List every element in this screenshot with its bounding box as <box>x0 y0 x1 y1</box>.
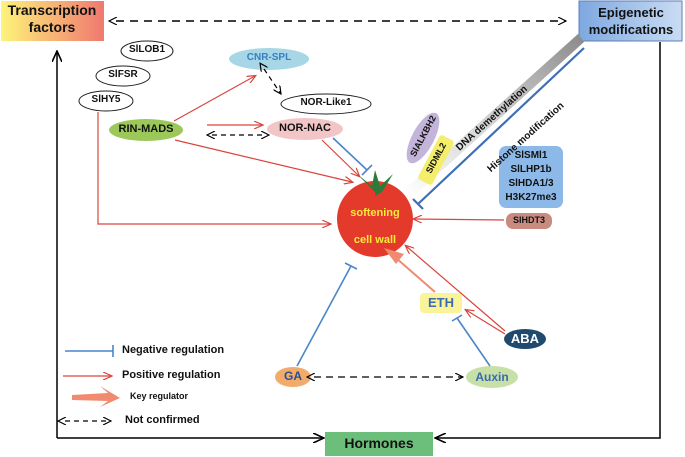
legend-not-confirmed-label: Not confirmed <box>125 414 200 426</box>
epigenetic-line2: modifications <box>588 22 674 37</box>
legend-key-label: Key regulator <box>130 391 189 401</box>
slhda13-label: SlHDA1/3 <box>508 178 554 189</box>
aba-to-fruit-arrow <box>406 246 506 332</box>
sldml2-node <box>418 135 454 185</box>
auxin-to-eth-line <box>456 317 491 367</box>
slhdt3-to-fruit-arrow <box>414 219 505 220</box>
slhdt3-node <box>506 213 552 229</box>
slob1-label: SlLOB1 <box>128 44 166 55</box>
transcription-factors-line2: factors <box>28 19 76 35</box>
tomato-fruit <box>337 181 413 257</box>
hormones-title: Hormones <box>344 435 414 451</box>
ga-to-fruit-line <box>296 265 352 367</box>
eth-node <box>420 293 462 313</box>
slalkbh2-node <box>406 112 440 164</box>
hormones-box <box>325 432 433 456</box>
slhdt3-label: SlHDT3 <box>512 215 545 225</box>
auxin-label: Auxin <box>475 370 509 384</box>
slfsr-label: SlFSR <box>108 69 138 80</box>
histone-modification-line <box>417 47 585 205</box>
auxin-to-eth-bar <box>451 314 463 322</box>
histone-box-labels: SlSMl1 SlLHP1b SlHDA1/3 H3K27me3 <box>499 149 563 205</box>
cnr-spl-node <box>229 48 309 70</box>
eth-label: ETH <box>428 295 454 310</box>
frame-right-arrow <box>436 42 661 438</box>
legend-negative-label: Negative regulation <box>122 344 225 356</box>
eth-key-regulator-head <box>384 248 404 264</box>
legend-positive-label: Positive regulation <box>122 369 221 381</box>
transcription-factors-box <box>1 1 104 41</box>
epigenetic-modifications-title: Epigenetic modifications <box>582 4 680 38</box>
rin-mads-node <box>109 119 183 141</box>
ga-node <box>275 367 311 387</box>
slob1-node <box>120 40 174 62</box>
sllhp1b-label: SlLHP1b <box>510 164 552 175</box>
rin-to-cnr-arrow <box>173 76 255 122</box>
h3k27me3-label: H3K27me3 <box>505 192 557 203</box>
tomato-calyx <box>357 170 393 196</box>
ga-label: GA <box>284 369 302 383</box>
nor-nac-label: NOR-NAC <box>279 122 331 134</box>
slhy5-node <box>78 90 134 112</box>
histone-modification-bar <box>412 198 424 210</box>
dna-demethylation-beam <box>404 34 584 196</box>
aba-to-eth-arrow <box>466 310 506 335</box>
aba-label: ABA <box>510 331 540 346</box>
slhy5-label: SlHY5 <box>91 94 121 105</box>
transcription-factors-title: Transcription factors <box>6 2 98 36</box>
softening-label: softening <box>350 207 400 219</box>
epigenetic-modifications-box <box>578 0 683 42</box>
hy5-to-cellwall-arrow <box>97 112 330 224</box>
histone-box <box>499 146 563 208</box>
nor-negative-line <box>332 137 368 171</box>
eth-key-regulator-shaft <box>395 257 436 293</box>
nor-like1-label: NOR-Like1 <box>300 97 352 108</box>
legend-key-regulator-arrow <box>72 386 120 407</box>
nor-to-softening-arrow <box>321 139 359 176</box>
slsmi1-label: SlSMl1 <box>514 150 548 161</box>
transcription-factors-line1: Transcription <box>7 2 97 18</box>
ga-to-fruit-bar <box>344 262 358 270</box>
cnr-norlike-dashed-arrow <box>264 69 281 94</box>
auxin-node <box>466 366 518 388</box>
aba-node <box>504 329 546 349</box>
cnr-spl-label: CNR-SPL <box>246 52 292 63</box>
rin-to-softening-arrow <box>174 139 352 182</box>
rin-mads-label: RIN-MADS <box>118 123 174 135</box>
cell-wall-label: cell wall <box>353 234 397 246</box>
epigenetic-line1: Epigenetic <box>598 5 664 20</box>
slfsr-node <box>95 65 151 87</box>
nor-like1-node <box>280 93 372 115</box>
nor-negative-bar <box>361 164 373 176</box>
nor-nac-node <box>267 118 343 140</box>
